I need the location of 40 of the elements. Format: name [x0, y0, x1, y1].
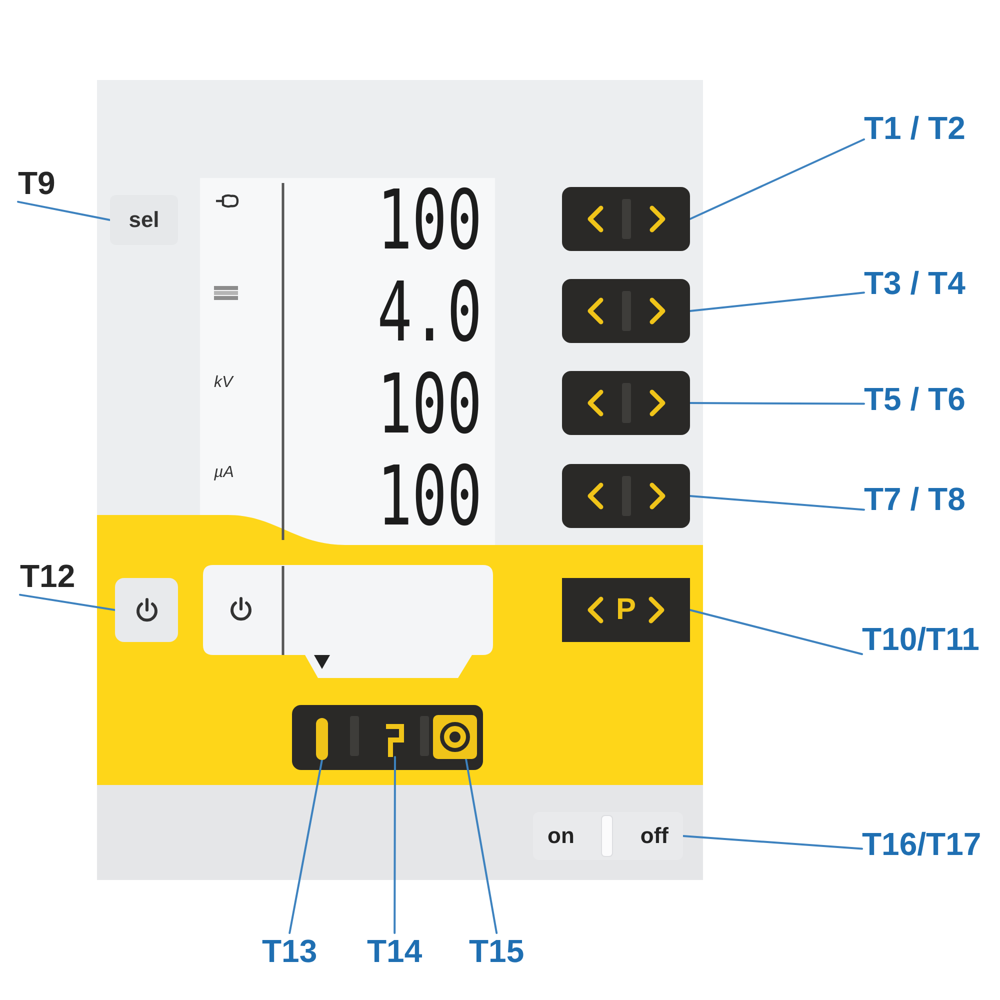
callout-number: T1 / T2: [864, 110, 966, 147]
unit-label: kV: [214, 374, 233, 392]
leader-line: [689, 138, 865, 220]
switch-option: off: [640, 825, 668, 847]
arrow-key-pair: [562, 279, 690, 343]
callout-number: T14: [367, 933, 422, 970]
leader-line: [689, 495, 865, 511]
leader-line: [465, 758, 498, 934]
readout-value: 4.0: [376, 270, 482, 354]
select-button: sel: [110, 195, 178, 245]
callout-number: T15: [469, 933, 524, 970]
callout-number: T3 / T4: [864, 265, 966, 302]
arrow-key-pair: [562, 371, 690, 435]
callout-number: T10/T11: [862, 621, 980, 658]
readout-value: 100: [376, 454, 482, 538]
vertical-bar-icon: [316, 718, 328, 760]
leader-line: [689, 402, 865, 405]
switch-option: on: [548, 825, 574, 847]
leader-line: [394, 756, 396, 934]
readout-value: 100: [376, 178, 482, 262]
on-off-switch: [533, 812, 683, 860]
unit-label: µA: [214, 464, 234, 482]
callout-number: T16/T17: [862, 826, 982, 863]
readout-value: 100: [376, 362, 482, 446]
hook-symbol-icon: [383, 721, 407, 757]
leader-line: [689, 292, 865, 312]
arrow-key-pair: [562, 464, 690, 528]
callout-number: T12: [20, 558, 76, 595]
leader-line: [19, 594, 116, 611]
program-button: P: [562, 578, 690, 642]
leader-line: [17, 200, 111, 221]
callout-number: T5 / T6: [864, 381, 966, 418]
leader-line: [689, 609, 863, 656]
leader-line: [288, 759, 323, 934]
power-button: [115, 578, 178, 642]
callout-number: T13: [262, 933, 318, 970]
callout-number: T7 / T8: [864, 481, 966, 518]
arrow-key-pair: [562, 187, 690, 251]
leader-line: [682, 835, 863, 850]
callout-number: T9: [18, 165, 56, 202]
